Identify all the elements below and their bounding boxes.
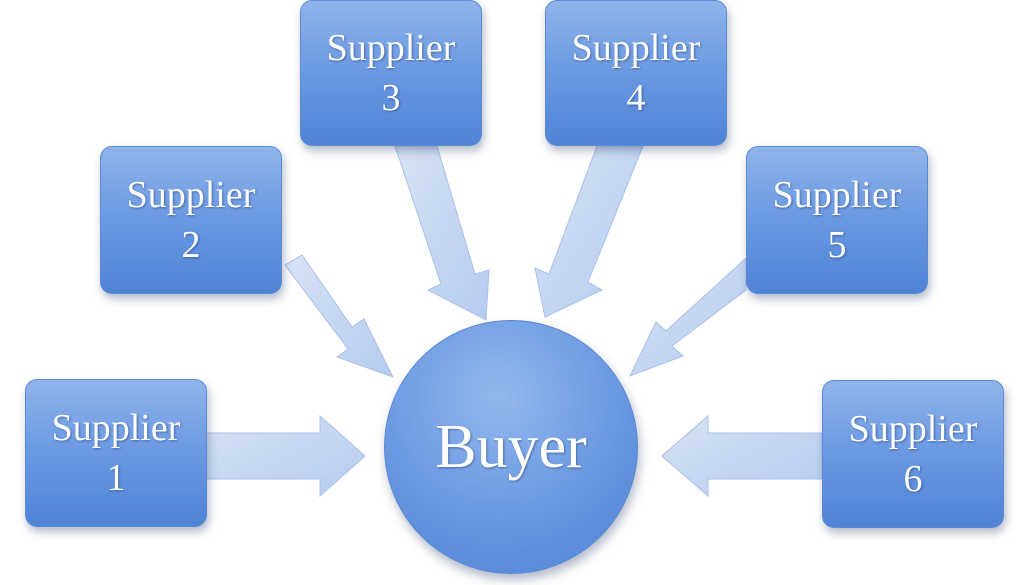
supplier-2-number: 2 — [181, 224, 201, 266]
supplier-1-label: Supplier — [51, 407, 181, 449]
arrow-supplier-2 — [284, 254, 395, 378]
supplier-1-number: 1 — [106, 457, 126, 499]
supplier-1-box: Supplier 1 — [25, 379, 207, 527]
supplier-5-box: Supplier 5 — [746, 146, 928, 294]
supplier-5-label: Supplier — [772, 174, 902, 216]
supplier-6-number: 6 — [903, 458, 923, 500]
arrow-supplier-4 — [534, 145, 644, 318]
supplier-3-number: 3 — [381, 77, 401, 119]
supplier-5-number: 5 — [827, 224, 847, 266]
supplier-4-label: Supplier — [571, 27, 701, 69]
supplier-6-box: Supplier 6 — [822, 380, 1004, 528]
buyer-label: Buyer — [435, 412, 587, 481]
arrow-supplier-5 — [629, 256, 747, 377]
supplier-4-number: 4 — [626, 77, 646, 119]
arrow-supplier-6 — [661, 414, 823, 498]
arrow-supplier-3 — [394, 145, 490, 321]
supplier-2-label: Supplier — [126, 174, 256, 216]
supplier-6-label: Supplier — [848, 408, 978, 450]
supplier-2-box: Supplier 2 — [100, 146, 282, 294]
buyer-circle: Buyer — [384, 320, 638, 574]
arrow-supplier-1 — [204, 414, 366, 498]
supplier-3-box: Supplier 3 — [300, 0, 482, 146]
supplier-4-box: Supplier 4 — [545, 0, 727, 146]
supplier-3-label: Supplier — [326, 27, 456, 69]
